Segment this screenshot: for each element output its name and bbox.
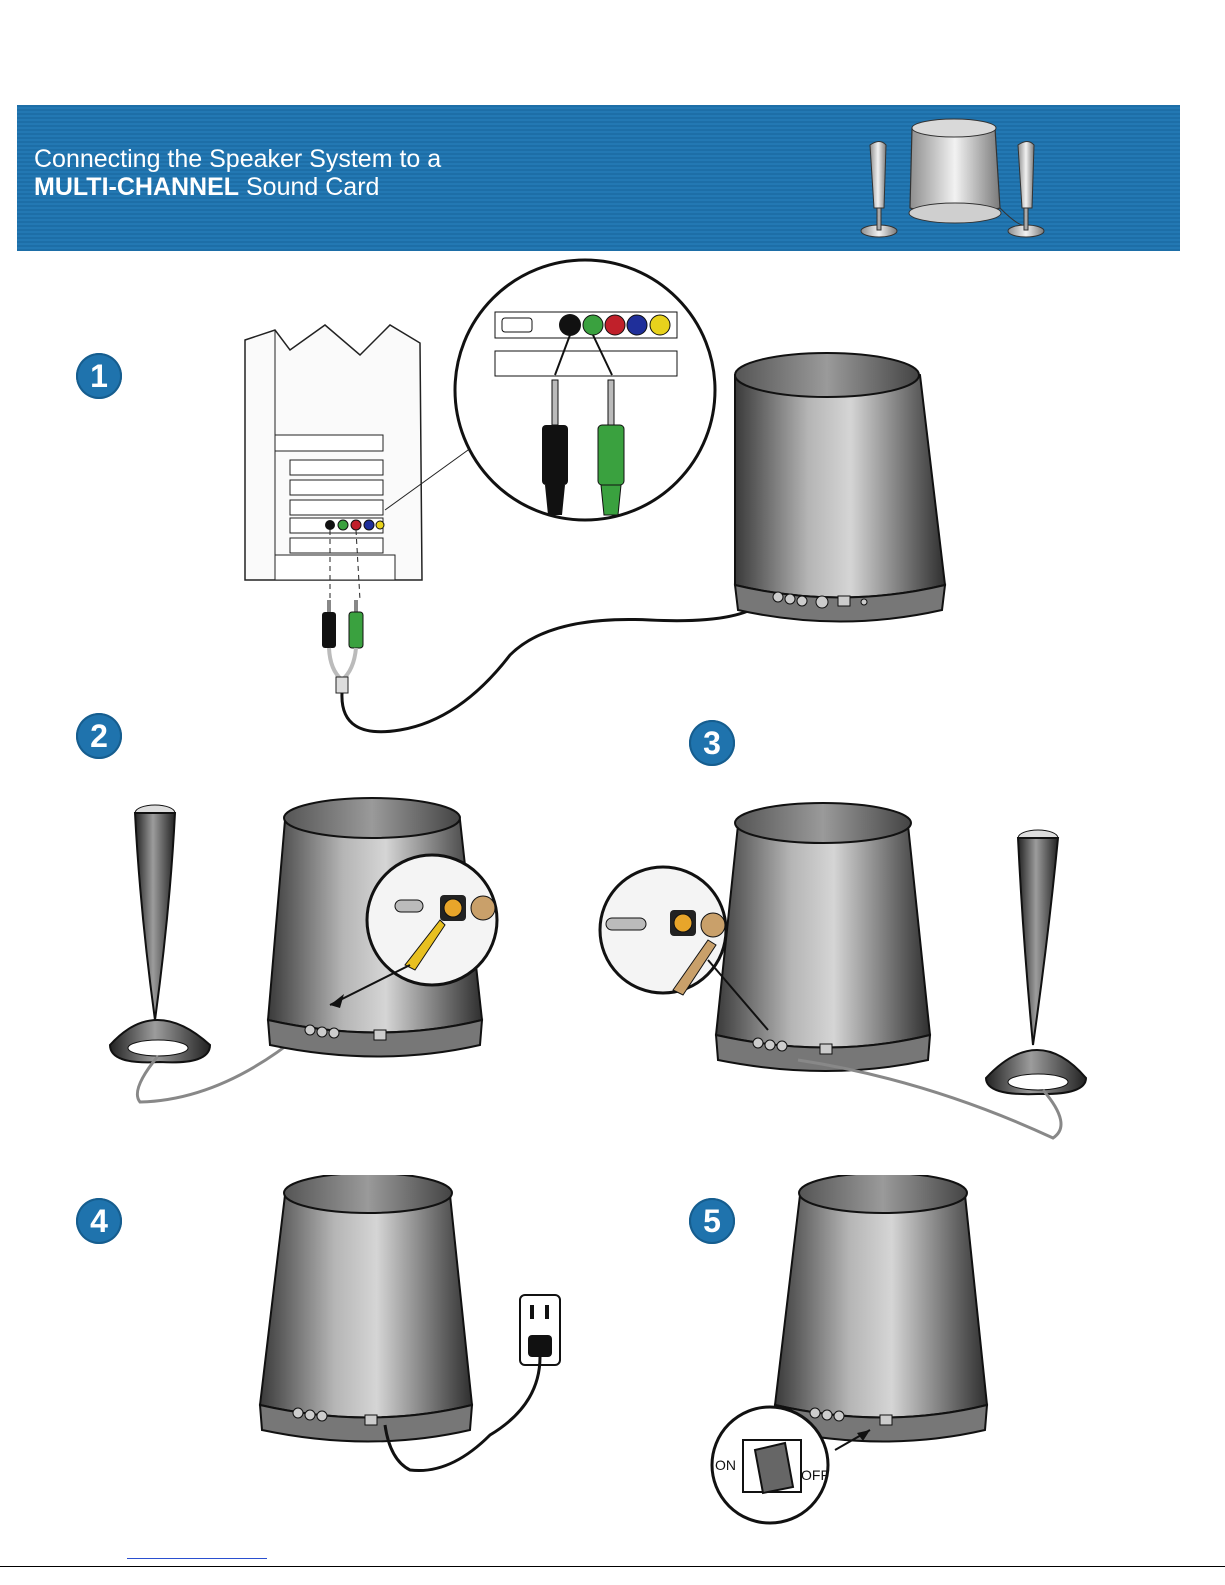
title-rest: Sound Card — [239, 173, 379, 201]
switch-off-label: OFF — [801, 1467, 829, 1483]
step-badge-4: 4 — [76, 1198, 122, 1244]
switch-on-label: ON — [715, 1457, 736, 1473]
footer-rule — [0, 1566, 1225, 1567]
title-bold: MULTI-CHANNEL — [34, 173, 239, 201]
subwoofer-step4 — [260, 1175, 472, 1442]
title-line-2: MULTI-CHANNEL Sound Card — [34, 173, 441, 201]
step1-illustration — [230, 255, 970, 745]
stereo-plugs — [322, 595, 770, 732]
subwoofer-step3 — [716, 803, 930, 1071]
footer-link-underline — [127, 1558, 267, 1559]
step4-illustration — [250, 1175, 580, 1485]
title-line-1: Connecting the Speaker System to a — [34, 145, 441, 173]
speaker-system-icon — [850, 113, 1050, 243]
step-badge-2: 2 — [76, 713, 122, 759]
step3-illustration — [598, 800, 1098, 1145]
power-switch-zoom: ON OFF — [712, 1407, 829, 1523]
step2-illustration — [100, 790, 520, 1120]
subwoofer-step5 — [775, 1175, 987, 1450]
left-satellite-speaker — [110, 805, 300, 1102]
sound-card-zoom — [385, 260, 715, 520]
page-title: Connecting the Speaker System to a MULTI… — [34, 145, 441, 201]
header-banner: Connecting the Speaker System to a MULTI… — [17, 105, 1180, 251]
subwoofer — [735, 353, 945, 622]
computer-tower — [245, 325, 422, 600]
step5-illustration: ON OFF — [705, 1175, 995, 1530]
step-badge-1: 1 — [76, 353, 122, 399]
